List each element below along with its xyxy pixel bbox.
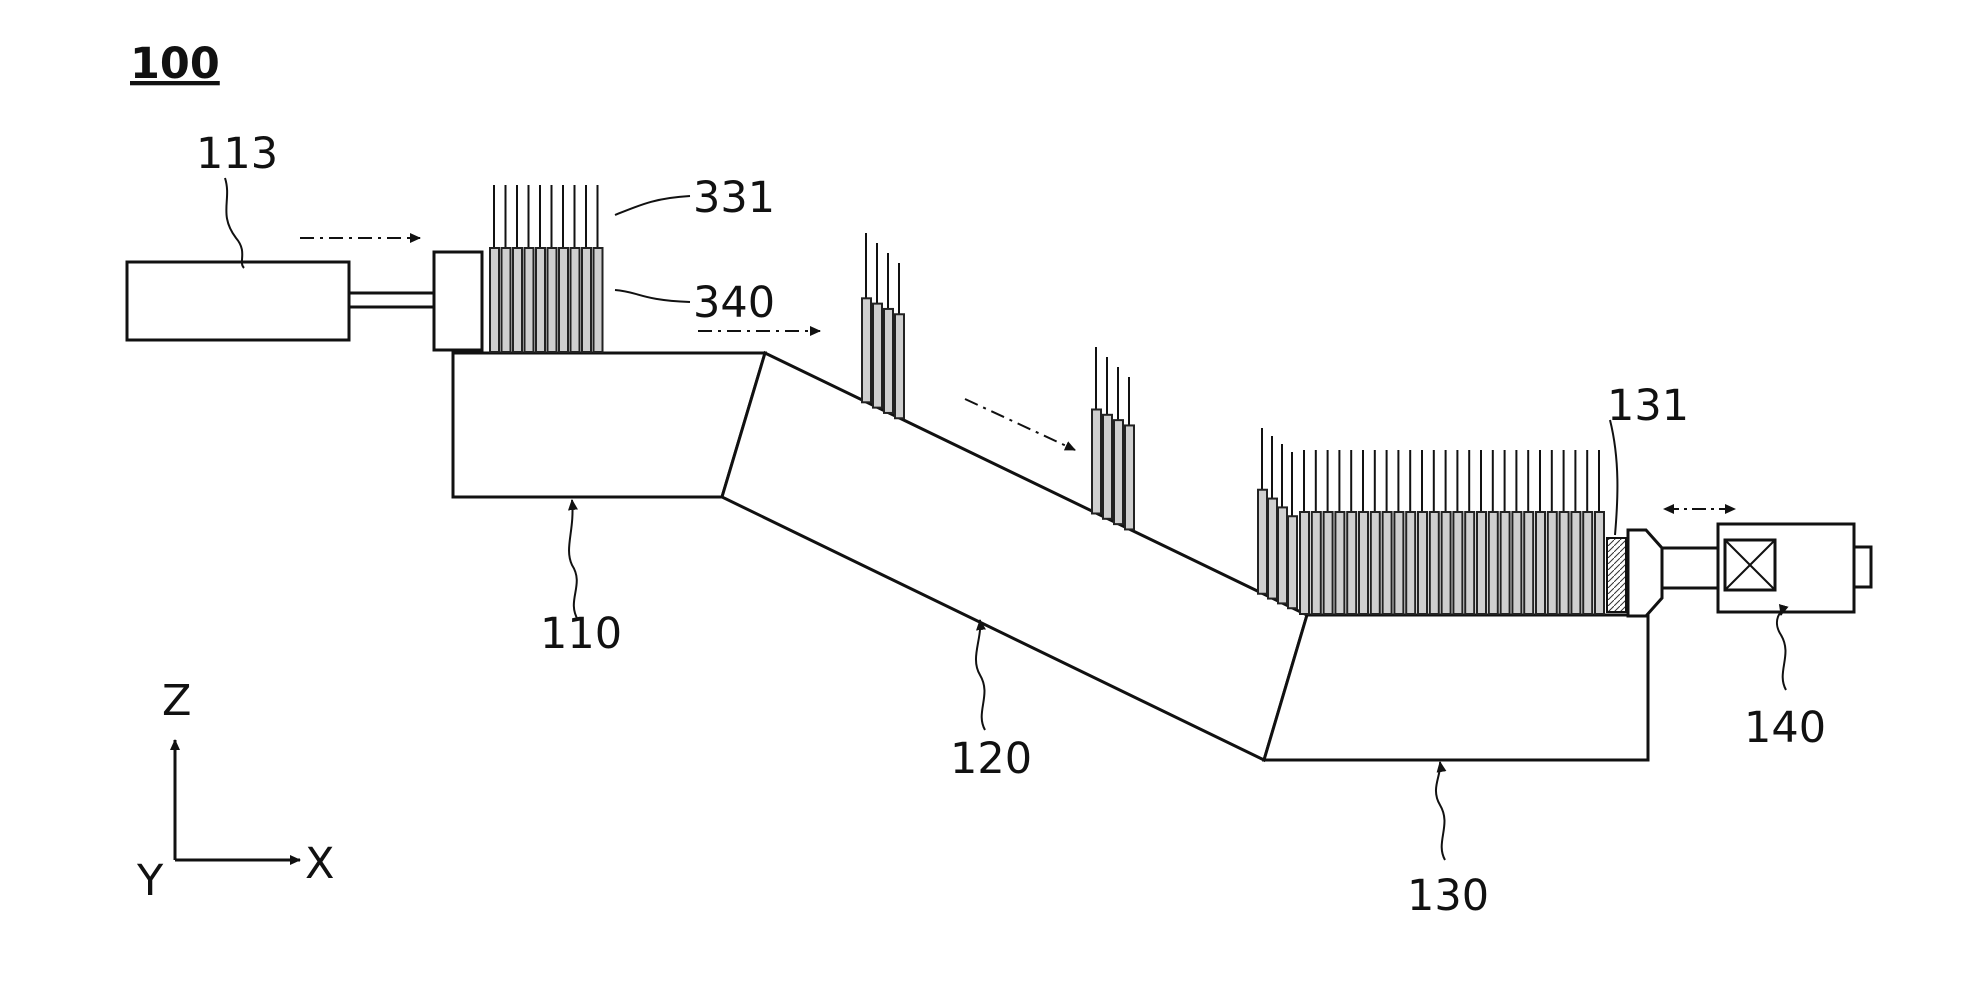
rod (1560, 512, 1569, 614)
label-130: 130 (1407, 871, 1489, 921)
rod-group-slope-b (1092, 347, 1134, 529)
rod (1288, 516, 1297, 608)
rod (873, 304, 882, 408)
rod (1512, 512, 1521, 614)
rod (1501, 512, 1510, 614)
leader-331 (615, 196, 690, 215)
rod (536, 248, 545, 352)
rod (1536, 512, 1545, 614)
rod (1383, 512, 1392, 614)
rod (884, 309, 893, 413)
label-140: 140 (1744, 703, 1826, 753)
rod (1548, 512, 1557, 614)
rod (1442, 512, 1451, 614)
stage-110 (453, 353, 765, 497)
rod (1324, 512, 1333, 614)
label-120: 120 (950, 734, 1032, 784)
rod (1453, 512, 1462, 614)
rod (1371, 512, 1380, 614)
rod (1359, 512, 1368, 614)
stage-120 (722, 353, 1307, 760)
actuator-shaft (1662, 548, 1718, 588)
rod (1268, 499, 1277, 599)
rod (1477, 512, 1486, 614)
rod (1406, 512, 1415, 614)
leader-130 (1436, 762, 1445, 860)
rod-group-last (1258, 428, 1604, 614)
rod (1571, 512, 1580, 614)
rod (1524, 512, 1533, 614)
rod (1583, 512, 1592, 614)
rod (571, 248, 580, 352)
leader-140 (1777, 613, 1786, 690)
rod (1335, 512, 1344, 614)
rod (1114, 420, 1123, 524)
rod (1092, 409, 1101, 513)
figure-reference: 100 (130, 39, 220, 89)
leader-131 (1610, 420, 1617, 535)
rod (548, 248, 557, 352)
pusher-unit (127, 252, 482, 350)
axis-label-z: Z (162, 676, 191, 726)
actuator-unit (1628, 524, 1871, 616)
axis-label-y: Y (136, 856, 164, 906)
rod (525, 248, 534, 352)
leader-113 (225, 178, 244, 268)
rod (582, 248, 591, 352)
rod (1125, 425, 1134, 529)
rod (1489, 512, 1498, 614)
rod (1312, 512, 1321, 614)
actuator-head (1628, 530, 1662, 616)
rod (1347, 512, 1356, 614)
rod (1430, 512, 1439, 614)
label-331: 331 (693, 173, 775, 223)
rod (1465, 512, 1474, 614)
rod (1103, 415, 1112, 519)
rod (594, 248, 603, 352)
rod (1394, 512, 1403, 614)
leader-110 (569, 500, 578, 620)
pusher-body (127, 262, 349, 340)
rod (1258, 490, 1267, 594)
rod-group-first (490, 185, 603, 352)
leader-340 (615, 290, 690, 302)
rod (1418, 512, 1427, 614)
arrow-right-icon (965, 399, 1075, 450)
leader-120 (976, 620, 985, 730)
stage-130 (1264, 615, 1648, 760)
rod (1300, 512, 1309, 614)
label-110: 110 (540, 609, 622, 659)
rod (490, 248, 499, 352)
label-340: 340 (693, 278, 775, 328)
label-113: 113 (196, 129, 278, 179)
rod-group-slope-a (862, 233, 904, 418)
label-131: 131 (1607, 381, 1689, 431)
pusher-head (434, 252, 482, 350)
rod (559, 248, 568, 352)
rod (895, 314, 904, 418)
rod (513, 248, 522, 352)
rod (502, 248, 511, 352)
axis-label-x: X (305, 839, 334, 889)
actuator-cap (1854, 547, 1871, 587)
stopper-131 (1607, 538, 1626, 612)
rod (1595, 512, 1604, 614)
rod (862, 298, 871, 402)
axis-triad: Z X Y (136, 676, 334, 906)
rod (1278, 507, 1287, 603)
